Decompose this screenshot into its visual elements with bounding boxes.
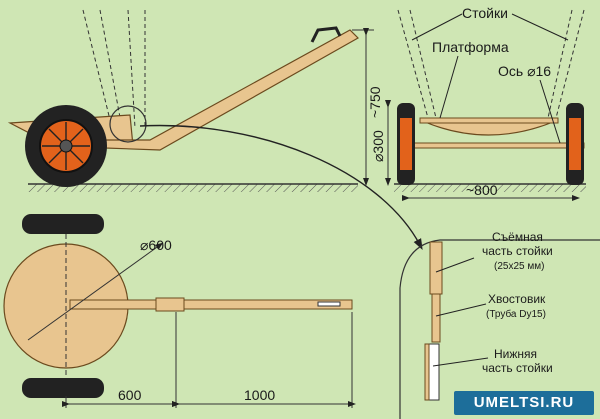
label-width-800: ~800 [466,182,498,198]
label-removable-3: (25x25 мм) [494,261,544,272]
wheel-right-rim [569,118,581,170]
leader-stoyki-r [511,13,569,41]
front-view: Стойки Платформа Ось ⌀16 ⌀300 ~800 [370,5,586,201]
label-removable-2: часть стойки [482,244,553,258]
detail-circle [109,105,147,143]
lower-part [424,343,430,401]
front-stand-l1 [397,9,429,119]
label-height-300: ⌀300 [370,130,386,162]
label-removable-1: Съёмная [492,230,543,244]
front-stand-r2 [555,9,585,119]
label-shank-2: (Труба Dy15) [486,308,546,320]
leader-shank [435,303,487,317]
label-dim-1000: 1000 [244,387,275,403]
front-stand-r1 [547,9,573,119]
label-diameter-600: ⌀600 [140,237,172,253]
shank [431,293,441,343]
axle-front [399,142,585,149]
wheel-hub-side [59,139,73,153]
label-dim-600: 600 [118,387,142,403]
label-stoyki: Стойки [462,5,508,21]
ground-hatch [28,184,358,192]
label-platforma: Платформа [432,39,509,55]
leader-removable [435,257,475,273]
leader-stoyki-l [411,13,463,41]
watermark-logo: UMELTSI.RU [454,391,594,415]
label-os: Ось ⌀16 [498,63,551,79]
platform-rim-front [419,117,559,124]
leader-platforma [439,55,459,119]
label-shank-1: Хвостовик [488,292,546,306]
leader-os [539,79,561,144]
dim-diameter-line [27,242,164,341]
platform-front [424,121,554,136]
top-view: ⌀600 600 1000 [3,214,356,408]
label-height-750: ~750 [367,86,383,118]
leader-lower [432,357,489,367]
front-stand-l2 [409,9,437,119]
ground-hatch-front [394,184,586,192]
stand-dashed-2 [99,9,123,129]
wheel-left-rim [400,118,412,170]
handle-grip [310,26,342,43]
detail-view: Съёмная часть стойки (25x25 мм) Хвостови… [399,230,600,419]
detail-arrow [139,124,423,250]
wheel-top-lower [22,378,104,398]
removable-part [429,241,443,295]
detail-frame [399,239,600,419]
label-lower-2: часть стойки [482,361,553,375]
beam-grip-slot [317,301,341,307]
stand-dashed-1 [82,9,113,129]
wheel-top-upper [22,214,104,234]
side-view: ~750 [7,9,383,192]
stand-dashed-3 [127,9,136,129]
beam-joint [155,297,185,312]
handle-beam-top [69,299,353,310]
label-lower-1: Нижняя [494,347,537,361]
